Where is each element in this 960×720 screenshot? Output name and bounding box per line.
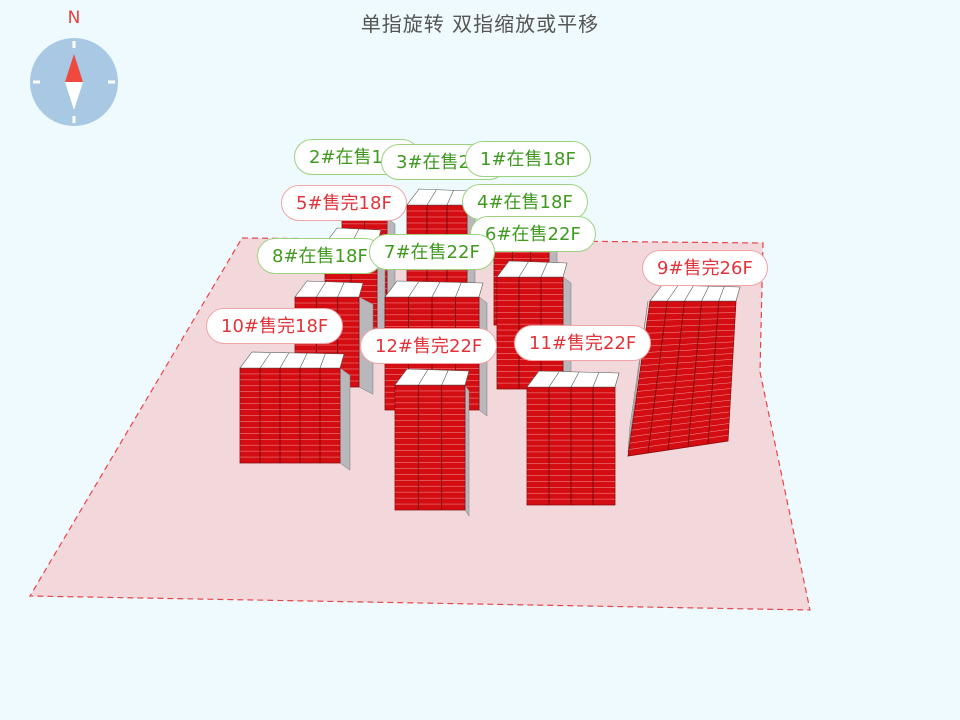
building-5-label[interactable]: 5#售完18F [281,185,407,221]
tower-side-face [339,367,351,471]
tower-roof [649,284,741,302]
floor-line [640,359,733,366]
tower-roof [394,368,470,386]
floor-line [637,382,732,392]
building-12-tower[interactable] [394,368,470,517]
roof-divider [701,285,710,302]
floor-line [639,364,733,373]
roof-divider [540,261,548,278]
floor-line [630,423,730,437]
building-11-tower[interactable] [526,370,620,506]
roof-divider [455,281,462,298]
floor-line [646,324,735,328]
unit-divider [667,300,685,451]
building-11-label[interactable]: 11#售完22F [514,325,652,361]
building-2-label[interactable]: 2#在售18F [294,139,420,175]
unit-divider [687,300,702,448]
floor-line [642,347,734,353]
floor-line [644,335,735,340]
roof-divider [418,369,428,386]
roof-divider [441,369,449,386]
roof-divider [259,352,271,369]
roof-divider [570,371,580,388]
building-12-label[interactable]: 12#售完22F [360,328,498,364]
floor-line [638,376,732,386]
unit-divider [707,300,720,445]
north-label: N [67,8,81,28]
roof-divider [666,285,678,302]
floor-line [632,411,730,424]
floor-line [643,341,734,347]
floor-line [636,388,732,399]
floor-line [633,405,731,418]
building-4-label[interactable]: 4#在售18F [462,184,588,220]
floor-line [628,434,729,450]
floor-line [645,329,735,334]
building-6-label[interactable]: 6#在售22F [470,216,596,252]
roof-divider [426,189,437,206]
roof-divider [684,285,694,302]
tower-roof [526,370,620,388]
floor-line [648,312,736,315]
building-8-label[interactable]: 8#在售18F [257,238,383,274]
roof-divider [446,189,454,206]
roof-divider [592,371,600,388]
roof-divider [548,371,560,388]
floor-line [641,353,734,360]
tower-side-face [464,384,470,517]
unit-divider [647,300,668,454]
tower-roof [294,280,364,298]
floor-line [634,399,731,412]
tower-facade [394,384,466,511]
tower-roof [384,280,484,298]
tower-roof [496,260,568,278]
roof-divider [431,281,441,298]
roof-divider [518,261,529,278]
floor-line [629,429,729,444]
floor-line [649,306,736,308]
building-9-label[interactable]: 9#售完26F [642,250,768,286]
floor-line [631,417,730,431]
gesture-hint: 单指旋转 双指缩放或平移 [360,12,600,36]
building-10-label[interactable]: 10#售完18F [206,308,344,344]
compass[interactable]: N [28,8,120,128]
floor-line [635,394,731,405]
roof-divider [337,281,345,298]
roof-divider [718,285,725,302]
roof-divider [299,352,308,369]
roof-divider [279,352,290,369]
roof-divider [316,281,326,298]
tower-roof [239,351,345,369]
building-1-label[interactable]: 1#在售18F [465,141,591,177]
floor-line [647,318,736,321]
building-7-label[interactable]: 7#在售22F [369,234,495,270]
compass-icon [30,38,118,126]
building-front-tower[interactable] [239,351,351,471]
building-9-tower[interactable] [627,284,741,457]
floor-line [638,370,733,379]
roof-divider [408,281,419,298]
roof-divider [319,352,326,369]
